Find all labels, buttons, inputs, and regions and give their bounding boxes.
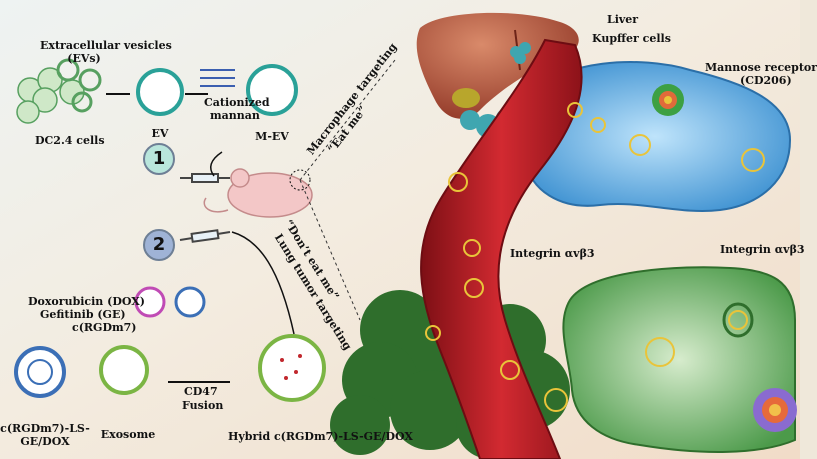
label-dc-cells: DC2.4 cells xyxy=(35,134,105,147)
tumor-cell-icon xyxy=(562,266,797,453)
label-doxorubicin: Doxorubicin (DOX) xyxy=(28,295,146,308)
mouse-icon xyxy=(203,168,313,218)
blood-vessel-icon xyxy=(420,38,583,459)
fusion-vesicle-2 xyxy=(174,286,206,318)
label-exosome: Exosome xyxy=(100,428,156,441)
label-mannose-receptor: Mannose receptor xyxy=(705,61,817,74)
step-badge-2: 2 xyxy=(143,229,175,261)
label-integrin-1: Integrin αvβ3 xyxy=(510,247,595,260)
label-liver: Liver xyxy=(607,13,639,26)
fusion-vesicle xyxy=(134,286,166,318)
drug-dots xyxy=(280,354,302,380)
mannan-icon xyxy=(200,69,235,87)
label-cd206: (CD206) xyxy=(740,74,792,87)
label-hybrid: Hybrid c(RGDm7)-LS-GE/DOX xyxy=(228,430,413,443)
ev-vesicle xyxy=(136,68,184,116)
label-cd47: CD47 xyxy=(184,385,218,398)
liposome-vesicle xyxy=(14,346,66,398)
step-badge-1: 1 xyxy=(143,143,175,175)
label-evs: (EVs) xyxy=(67,52,101,65)
ev-cluster xyxy=(56,58,102,113)
liposome-core xyxy=(27,359,53,385)
label-cationized: Cationized xyxy=(204,96,270,109)
label-ls-line1: c(RGDm7)-LS- xyxy=(0,422,90,435)
label-ls-line2: GE/DOX xyxy=(20,435,70,448)
label-extracellular-vesicles: Extracellular vesicles xyxy=(40,39,172,52)
liver-icon xyxy=(416,12,579,119)
curved-arrow-mev-to-syringe xyxy=(209,151,223,177)
label-m-ev: M-EV xyxy=(255,130,289,143)
label-mannan: mannan xyxy=(210,109,260,122)
label-kupffer: Kupffer cells xyxy=(592,32,671,45)
diagram-canvas xyxy=(0,0,800,459)
label-rgdm7: c(RGDm7) xyxy=(72,321,137,334)
exosome-vesicle xyxy=(99,345,149,395)
curved-arrow-hybrid-to-syringe xyxy=(231,231,295,335)
label-ev: EV xyxy=(151,127,169,140)
label-fusion: Fusion xyxy=(182,399,224,412)
syringe-icon xyxy=(179,173,231,243)
macrophage-targeting-line xyxy=(299,59,396,181)
m-ev-vesicle xyxy=(246,64,298,116)
vesicle-icon xyxy=(425,102,765,412)
tumor-targeting-line xyxy=(299,179,361,321)
label-gefitinib: Gefitinib (GE) xyxy=(40,308,126,321)
hybrid-vesicle xyxy=(258,334,326,402)
label-integrin-2: Integrin αvβ3 xyxy=(720,243,805,256)
